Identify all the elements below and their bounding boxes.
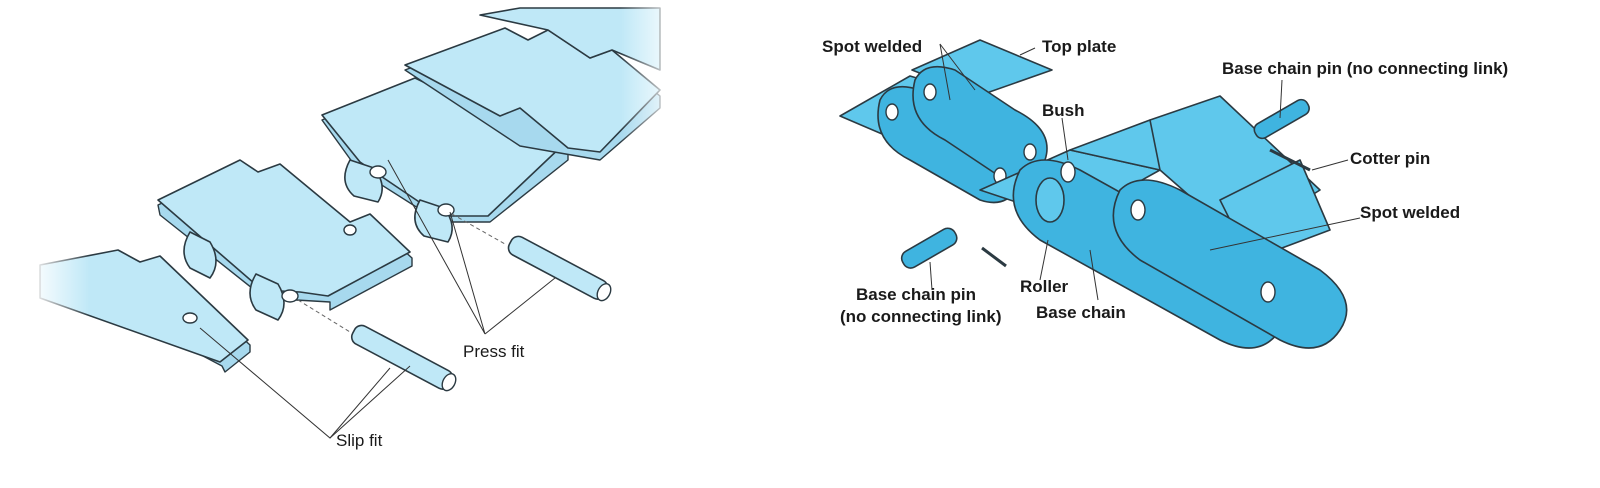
base-chain-assembly [979, 95, 1348, 349]
label-base-chain-pin-bottom-1: Base chain pin [856, 285, 976, 304]
label-base-chain-pin-bottom-2: (no connecting link) [840, 307, 1002, 326]
detached-top-plate [839, 39, 1053, 204]
pins-right [900, 98, 1311, 269]
label-bush: Bush [1042, 101, 1085, 120]
partial-plate-left [30, 240, 251, 380]
label-spot-welded-top: Spot welded [822, 37, 922, 56]
right-plates [321, 0, 680, 243]
label-spot-welded-right: Spot welded [1360, 203, 1460, 222]
pins [350, 235, 612, 392]
label-base-chain: Base chain [1036, 303, 1126, 322]
plate-chain-diagram: Press fit Slip fit [0, 0, 680, 488]
middle-plate [157, 159, 413, 321]
plate-chain-drawing: Press fit Slip fit [30, 0, 680, 450]
top-plate-chain-drawing: Spot welded Top plate Base chain pin (no… [822, 37, 1508, 349]
label-slip-fit: Slip fit [336, 431, 383, 450]
label-top-plate: Top plate [1042, 37, 1116, 56]
top-plate-chain-diagram: Spot welded Top plate Base chain pin (no… [820, 0, 1600, 488]
label-press-fit: Press fit [463, 342, 525, 361]
label-cotter-pin: Cotter pin [1350, 149, 1430, 168]
label-roller: Roller [1020, 277, 1069, 296]
label-base-chain-pin-top: Base chain pin (no connecting link) [1222, 59, 1508, 78]
